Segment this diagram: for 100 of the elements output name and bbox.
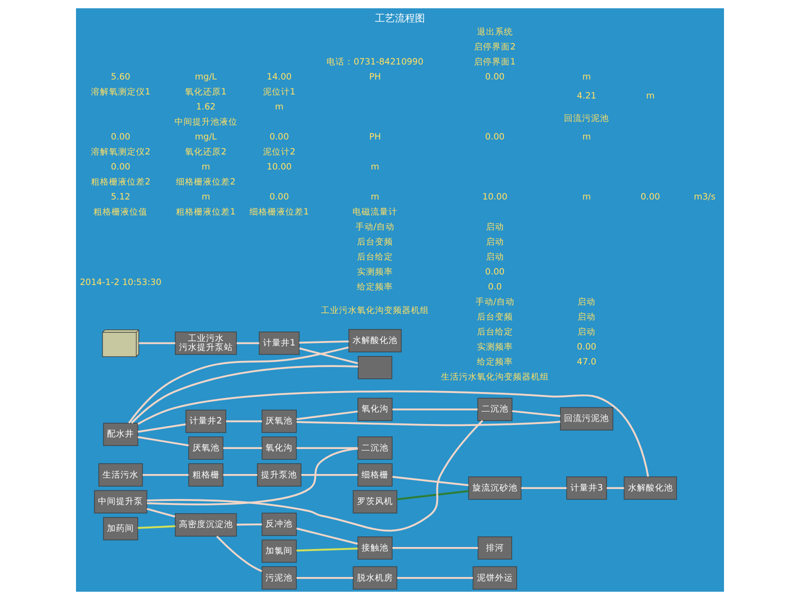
connector bbox=[299, 347, 358, 364]
label: m bbox=[582, 192, 591, 202]
label: 电磁流量计 bbox=[352, 207, 398, 218]
connector bbox=[138, 423, 186, 433]
label: 泥位计2 bbox=[262, 148, 296, 158]
node-box: 罗茨风机 bbox=[352, 490, 398, 514]
connector bbox=[223, 447, 262, 450]
label: m bbox=[202, 192, 210, 202]
node-box: 高密度沉淀池 bbox=[174, 513, 237, 536]
connector bbox=[146, 420, 484, 532]
label: 粗格栅液位值 bbox=[94, 207, 148, 218]
node-box: 二沉池 bbox=[358, 436, 392, 460]
label: 粗格栅液位差1 bbox=[176, 207, 236, 218]
node-box: 细格栅 bbox=[358, 463, 392, 486]
label: 泥位计1 bbox=[262, 88, 296, 98]
connector bbox=[392, 408, 478, 410]
connector bbox=[296, 447, 358, 450]
node-box: 氧化沟 bbox=[262, 436, 297, 460]
label: 2014-1-2 10:53:30 bbox=[80, 278, 162, 288]
label: mg/L bbox=[194, 72, 217, 83]
connector bbox=[296, 548, 358, 552]
label: 启停界面1 bbox=[474, 58, 516, 68]
label: 氧化还原1 bbox=[185, 88, 227, 98]
connector bbox=[397, 577, 473, 579]
node-box: 反冲池 bbox=[262, 512, 297, 536]
connector bbox=[397, 490, 469, 500]
label: 0.0 bbox=[488, 282, 502, 292]
label: 给定频率 bbox=[476, 357, 513, 368]
node-box: 配水井 bbox=[103, 422, 138, 446]
label: 电话：0731-84210990 bbox=[326, 58, 424, 68]
label: m bbox=[646, 91, 655, 102]
node-box: 加氯间 bbox=[262, 540, 297, 563]
label: 细格栅液位差2 bbox=[176, 177, 236, 188]
node-box: 提升泵池 bbox=[257, 463, 302, 486]
label: 后台变频 bbox=[357, 237, 394, 248]
connector bbox=[236, 523, 262, 526]
label: 启动 bbox=[486, 237, 504, 248]
node-box bbox=[358, 356, 392, 380]
label: 0.00 bbox=[485, 72, 505, 83]
node-box: 厌氧池 bbox=[262, 410, 297, 433]
connector bbox=[392, 476, 469, 486]
label: 14.00 bbox=[266, 72, 292, 83]
label: 0.00 bbox=[110, 132, 130, 143]
node-box: 生活污水 bbox=[98, 463, 143, 486]
label: m bbox=[202, 162, 210, 172]
diagram-title: 工艺流程图 bbox=[375, 13, 425, 24]
label: 实测频率 bbox=[476, 342, 513, 352]
label: m3/s bbox=[694, 192, 716, 202]
connector bbox=[296, 420, 560, 426]
label: m bbox=[582, 132, 591, 143]
node-box: 氧化沟 bbox=[358, 398, 392, 421]
label: 启动 bbox=[486, 252, 504, 262]
node-box: 脱水机房 bbox=[352, 566, 398, 590]
label: 退出系统 bbox=[476, 28, 513, 38]
label: 启动 bbox=[486, 222, 504, 232]
connector bbox=[296, 528, 358, 545]
connector bbox=[392, 547, 478, 549]
connector bbox=[146, 448, 358, 506]
label: 溶解氧测定仪2 bbox=[90, 148, 150, 158]
label: 0.00 bbox=[485, 132, 505, 143]
node-box: 二沉池 bbox=[477, 398, 512, 421]
label: 启动 bbox=[578, 297, 596, 308]
label: 手动/自动 bbox=[356, 222, 394, 232]
node-box: 污泥池 bbox=[262, 566, 297, 590]
node-box: 粗格栅 bbox=[188, 463, 224, 486]
connector bbox=[137, 390, 650, 477]
connector bbox=[138, 436, 189, 446]
label: 10.00 bbox=[266, 162, 292, 172]
connector bbox=[512, 410, 560, 418]
label: 实测频率 bbox=[357, 267, 394, 278]
connector bbox=[236, 342, 260, 344]
label: 5.60 bbox=[110, 72, 130, 83]
label: 5.12 bbox=[110, 192, 130, 202]
label: 0.00 bbox=[485, 267, 505, 278]
connector bbox=[296, 577, 354, 579]
label: 回流污泥池 bbox=[564, 114, 610, 124]
connector bbox=[130, 365, 358, 424]
label: 10.00 bbox=[482, 192, 508, 202]
label: 47.0 bbox=[576, 357, 596, 368]
label: PH bbox=[369, 132, 381, 143]
label: 后台给定 bbox=[357, 252, 394, 262]
node-box: 旋流沉砂池 bbox=[468, 476, 522, 500]
label: 溶解氧测定仪1 bbox=[90, 88, 150, 98]
label: 生活污水氧化沟变频器机组 bbox=[440, 372, 549, 382]
connector bbox=[216, 536, 262, 572]
label: m bbox=[582, 72, 591, 83]
label: 给定频率 bbox=[357, 282, 394, 292]
connector bbox=[138, 525, 176, 529]
connector bbox=[138, 342, 176, 344]
connector bbox=[223, 474, 258, 476]
label: 1.62 bbox=[196, 102, 216, 113]
label: mg/L bbox=[194, 132, 217, 143]
label: 后台变频 bbox=[476, 312, 513, 322]
label: 氧化还原2 bbox=[185, 148, 227, 158]
label: 0.00 bbox=[269, 132, 289, 143]
label: 0.00 bbox=[110, 162, 130, 172]
connector bbox=[226, 420, 262, 422]
label: 0.00 bbox=[640, 192, 660, 202]
connector bbox=[521, 487, 567, 489]
node-box: 厌氧池 bbox=[188, 436, 224, 460]
